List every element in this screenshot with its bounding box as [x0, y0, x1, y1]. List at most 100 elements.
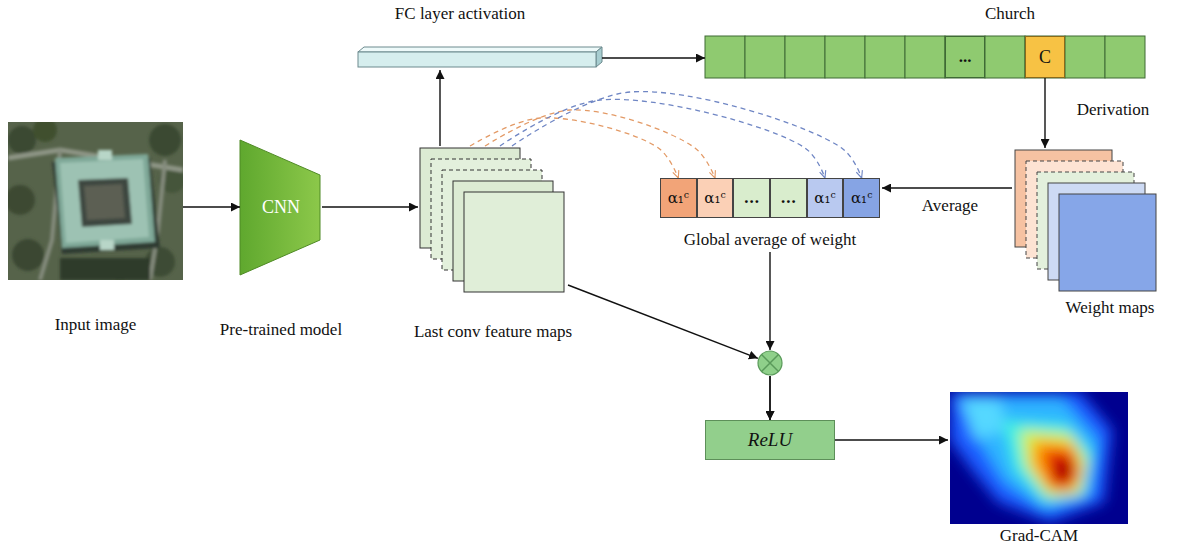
flow-arrow — [835, 440, 948, 441]
heat-level — [1055, 460, 1071, 481]
score-cell — [1065, 36, 1105, 78]
score-cell — [705, 36, 745, 78]
weight-cell: α₁ᶜ — [843, 178, 880, 218]
building-roof — [55, 154, 155, 248]
heat-level — [950, 392, 1112, 522]
score-cell — [745, 36, 785, 78]
class-scores: Church...C — [705, 2, 1145, 78]
tree — [8, 126, 36, 154]
connector-segment — [439, 70, 440, 146]
heatmap — [950, 392, 1128, 524]
score-cell — [785, 36, 825, 78]
photo-texture — [8, 122, 183, 280]
feature-maps: Last conv feature maps — [418, 146, 568, 345]
connector-segment — [769, 252, 770, 350]
node-label: α₁ᶜ — [844, 179, 879, 217]
fc-layer: FC layer activation — [356, 2, 602, 70]
score-cell — [825, 36, 865, 78]
tree — [33, 122, 57, 142]
flow-arrow — [322, 207, 418, 208]
heat-level — [1032, 440, 1082, 491]
node-label: Last conv feature maps — [390, 322, 596, 342]
connector-segment — [602, 57, 705, 58]
connector-segment — [1044, 78, 1045, 148]
node-label: Grad-CAM — [948, 526, 1130, 546]
heat-level — [1002, 420, 1092, 502]
feature-map — [464, 192, 564, 292]
ellipsis-cell: ... — [945, 36, 985, 78]
tree — [8, 185, 35, 215]
fc-bar-front — [358, 52, 596, 67]
node-label: ReLU — [706, 430, 834, 450]
connector-segment — [882, 187, 1012, 188]
weight-maps: Weight maps — [1012, 148, 1160, 320]
fc-bar-side — [596, 47, 602, 67]
weight-cell: α₁ᶜ — [807, 178, 844, 218]
node-label: ... — [734, 179, 769, 217]
node-label: Input image — [0, 315, 193, 335]
flow-arrow — [770, 252, 771, 420]
connector-segment — [512, 92, 862, 178]
cnn-model: CNNPre-trained model — [240, 140, 322, 340]
tree — [149, 124, 181, 156]
dashed-link — [485, 110, 715, 178]
weight-cell: α₁ᶜ — [697, 178, 734, 218]
class-cell: C — [1025, 36, 1065, 78]
weight-cell: ... — [733, 178, 770, 218]
flow-arrow — [1045, 78, 1046, 148]
gradcam-map: Grad-CAM — [948, 392, 1130, 546]
heat-level — [960, 398, 1005, 440]
input-image: Input image — [8, 122, 183, 340]
tree — [12, 239, 44, 271]
roof-highlight — [60, 159, 149, 243]
aerial-photo — [8, 122, 183, 280]
flow-arrow — [183, 207, 240, 208]
score-cell — [1025, 36, 1065, 78]
score-cell — [905, 36, 945, 78]
node-label: C — [1026, 37, 1064, 77]
weight-map-stack — [1015, 150, 1156, 291]
node-label: α₁ᶜ — [698, 179, 733, 217]
flow-arrow — [440, 70, 441, 146]
courtyard — [78, 178, 132, 227]
connector-segment — [500, 99, 825, 178]
node-label: α₁ᶜ — [808, 179, 843, 217]
class-score-cells — [705, 36, 1145, 78]
flow-arrow — [568, 285, 770, 420]
connector-segment — [568, 285, 758, 358]
connector-segment — [485, 110, 715, 178]
connector-segment — [835, 439, 948, 440]
heatmap-blobs — [950, 392, 1112, 522]
edge-label: Average — [905, 196, 995, 216]
connector-segment — [470, 118, 678, 178]
multiply-circle — [758, 351, 782, 375]
heat-level — [1020, 430, 1087, 497]
node-label: α₁ᶜ — [661, 179, 696, 217]
score-cell — [865, 36, 905, 78]
weight-cell: α₁ᶜ — [660, 178, 697, 218]
score-cell — [1105, 36, 1145, 78]
connector-segment — [322, 206, 418, 207]
score-cell — [985, 36, 1025, 78]
node-label: ... — [771, 179, 806, 217]
weight-map — [1059, 194, 1156, 291]
roof-tower — [100, 240, 114, 250]
node-label: Weight maps — [1050, 298, 1170, 318]
flow-arrow — [882, 188, 1012, 189]
relu-box: ReLU — [705, 420, 835, 460]
multiply-cross — [762, 355, 779, 372]
score-cell — [945, 36, 985, 78]
shade — [60, 258, 150, 280]
heatmap-ground — [950, 392, 1128, 524]
connector-segment — [769, 376, 770, 420]
weight-vector: Global average of weightα₁ᶜα₁ᶜ......α₁ᶜα… — [658, 176, 882, 252]
node-label: ... — [946, 37, 984, 77]
connector-segment — [183, 206, 240, 207]
node-label: Pre-trained model — [201, 320, 361, 340]
weight-cell: ... — [770, 178, 807, 218]
edge-label: Derivation — [1058, 100, 1168, 120]
dashed-link — [500, 99, 825, 178]
dashed-link — [470, 118, 678, 178]
